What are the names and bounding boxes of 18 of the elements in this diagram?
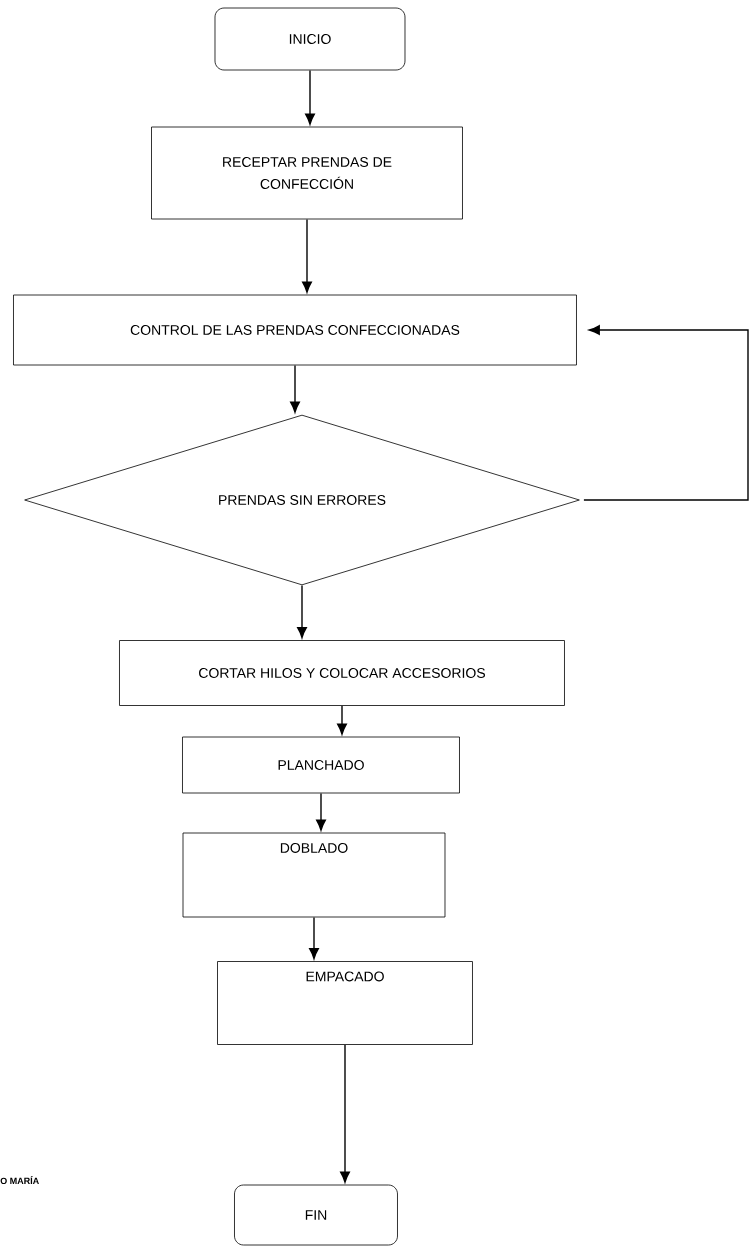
terminal-box: INICIO (214, 7, 406, 71)
arrow (316, 792, 326, 831)
note-text: O MARÍA (0, 1175, 39, 1185)
arrow (340, 1044, 350, 1183)
arrow (305, 69, 315, 125)
process-box: PLANCHADO (182, 736, 460, 794)
arrow (309, 916, 319, 960)
arrow (337, 705, 347, 735)
arrow (583, 325, 749, 501)
arrow (290, 364, 300, 413)
process-box: CONTROL DE LAS PRENDAS CONFECCIONADAS (13, 294, 577, 366)
process-box: CORTAR HILOS Y COLOCAR ACCESORIOS (119, 640, 565, 706)
process-box: EMPACADO (217, 961, 473, 1045)
terminal-box: FIN (234, 1184, 398, 1246)
arrow (297, 584, 307, 639)
process-box: RECEPTAR PRENDAS DE CONFECCIÓN (151, 126, 463, 220)
arrow (302, 218, 312, 293)
process-box: DOBLADO (182, 832, 446, 918)
